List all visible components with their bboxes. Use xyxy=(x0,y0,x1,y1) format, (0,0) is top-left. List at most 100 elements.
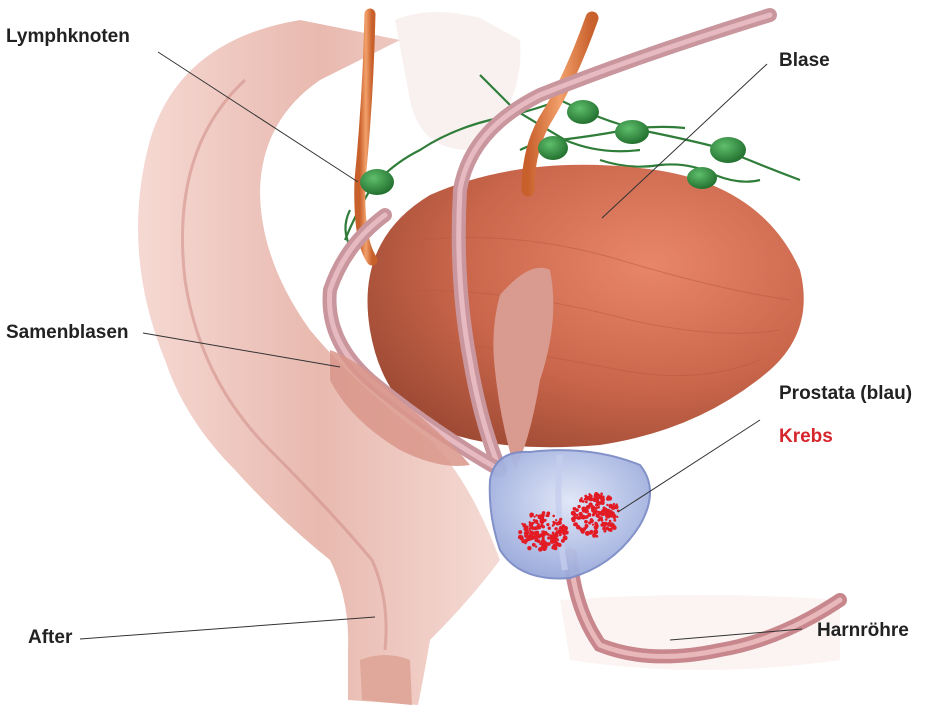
cancer-dot xyxy=(537,523,540,526)
cancer-dot xyxy=(607,522,612,527)
cancer-dot xyxy=(527,546,531,550)
cancer-dot xyxy=(548,527,551,530)
cancer-dot xyxy=(594,495,597,498)
cancer-dot xyxy=(556,539,558,541)
cancer-dot xyxy=(537,539,541,543)
cancer-dot xyxy=(547,533,550,536)
label-lymphknoten: Lymphknoten xyxy=(6,26,130,48)
cancer-dot xyxy=(606,504,608,506)
cancer-dot xyxy=(585,501,588,504)
cancer-dot xyxy=(599,516,603,520)
cancer-dot xyxy=(612,514,616,518)
cancer-dot xyxy=(610,529,613,532)
cancer-dot xyxy=(552,515,555,518)
cancer-dot xyxy=(520,535,522,537)
cancer-dot xyxy=(562,540,565,543)
cancer-dot xyxy=(529,524,533,528)
cancer-dot xyxy=(613,503,615,505)
cancer-dot xyxy=(534,519,538,523)
cancer-dot xyxy=(584,498,587,501)
cancer-dot xyxy=(541,516,545,520)
cancer-dot xyxy=(535,545,537,547)
cancer-dot xyxy=(529,532,533,536)
cancer-dot xyxy=(555,542,560,547)
cancer-dot xyxy=(541,539,546,544)
cancer-dot xyxy=(612,525,617,530)
cancer-dot xyxy=(547,536,550,539)
cancer-dot xyxy=(577,505,580,508)
cancer-dot xyxy=(573,523,577,527)
cancer-dot xyxy=(571,513,573,515)
cancer-dot xyxy=(546,523,549,526)
cancer-dot xyxy=(557,520,562,525)
cancer-dot xyxy=(588,521,591,524)
cancer-dot xyxy=(615,503,617,505)
cancer-dot xyxy=(522,523,526,527)
cancer-dot xyxy=(584,527,587,530)
cancer-dot xyxy=(598,495,601,498)
cancer-dot xyxy=(540,520,542,522)
cancer-dot xyxy=(592,524,594,526)
cancer-dot xyxy=(597,511,599,513)
cancer-dot xyxy=(616,516,618,518)
cancer-dot xyxy=(605,518,608,521)
cancer-dot xyxy=(593,510,598,515)
cancer-dot xyxy=(589,530,593,534)
cancer-dot xyxy=(613,519,616,522)
cancer-dot xyxy=(603,507,608,512)
cancer-dot xyxy=(528,536,532,540)
cancer-dot xyxy=(579,499,583,503)
cancer-dot xyxy=(554,527,557,530)
cancer-dot xyxy=(605,527,609,531)
cancer-dot xyxy=(542,525,545,528)
cancer-dot xyxy=(590,518,593,521)
cancer-dot xyxy=(524,542,526,544)
cancer-dot xyxy=(609,504,614,509)
leader-line-after xyxy=(80,617,375,639)
cancer-dot xyxy=(562,526,567,531)
cancer-dot xyxy=(608,496,612,500)
label-samenblasen: Samenblasen xyxy=(6,322,129,344)
cancer-dot xyxy=(572,518,576,522)
cancer-dot xyxy=(594,522,598,526)
cancer-dot xyxy=(545,514,548,517)
cancer-dot xyxy=(573,507,577,511)
cancer-dot xyxy=(529,513,534,518)
cancer-dot xyxy=(577,516,581,520)
cancer-dot xyxy=(611,512,613,514)
cancer-dot xyxy=(600,497,605,502)
cancer-dot xyxy=(602,522,606,526)
label-blase: Blase xyxy=(779,50,830,72)
lymph-node-icon xyxy=(687,167,717,189)
label-harnroehre: Harnröhre xyxy=(817,620,909,642)
cancer-dot xyxy=(555,519,557,521)
cancer-dot xyxy=(518,530,522,534)
cancer-dot xyxy=(580,528,584,532)
cancer-dot xyxy=(595,499,599,503)
label-krebs: Krebs xyxy=(779,426,833,448)
cancer-dot xyxy=(600,492,603,495)
lymph-node-icon xyxy=(710,137,746,163)
cancer-dot xyxy=(584,509,589,514)
cancer-dot xyxy=(592,534,596,538)
cancer-dot xyxy=(585,515,589,519)
cancer-dot xyxy=(550,537,554,541)
label-prostata: Prostata (blau) xyxy=(779,383,912,405)
cancer-dot xyxy=(552,523,555,526)
cancer-dot xyxy=(545,531,547,533)
cancer-dot xyxy=(609,520,612,523)
cancer-dot xyxy=(565,531,569,535)
label-after: After xyxy=(28,627,72,649)
cancer-dot xyxy=(559,526,562,529)
cancer-dot xyxy=(552,521,554,523)
cancer-dot xyxy=(551,546,555,550)
cancer-dot xyxy=(602,527,605,530)
cancer-dot xyxy=(525,530,529,534)
cancer-dot xyxy=(542,511,545,514)
lymph-node-icon xyxy=(538,136,568,160)
prostate xyxy=(490,450,650,578)
cancer-dot xyxy=(586,505,590,509)
cancer-dot xyxy=(563,536,568,541)
cancer-dot xyxy=(584,520,588,524)
